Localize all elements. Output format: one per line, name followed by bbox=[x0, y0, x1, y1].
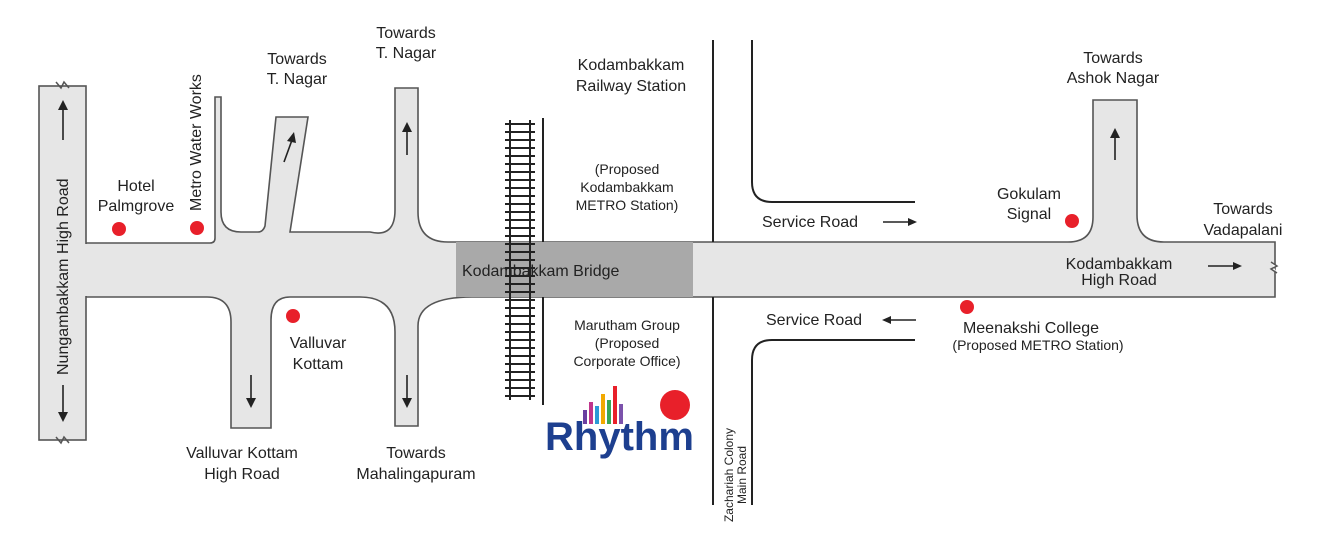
direction-arrows bbox=[58, 100, 1242, 422]
logo-bar bbox=[619, 404, 623, 424]
hotel-palmgrove-marker bbox=[112, 222, 126, 236]
rhythm-logo: Rhythm bbox=[545, 386, 694, 459]
meenakshi-college-marker bbox=[960, 300, 974, 314]
zachariah-label-1: Zachariah Colony bbox=[722, 428, 736, 522]
vk-road-label-2: High Road bbox=[204, 466, 280, 483]
meenakshi-label-2: (Proposed METRO Station) bbox=[952, 337, 1123, 353]
vk-road-label-1: Valluvar Kottam bbox=[186, 445, 298, 462]
valluvar-label-2: Kottam bbox=[293, 356, 344, 373]
ashok-label-2: Ashok Nagar bbox=[1067, 70, 1160, 87]
vadapalani-label-2: Vadapalani bbox=[1204, 222, 1283, 239]
nungambakkam-label: Nungambakkam High Road bbox=[55, 178, 72, 375]
metro-water-label: Metro Water Works bbox=[188, 74, 205, 211]
arrow-up-icon bbox=[1110, 128, 1120, 160]
station-label-2: Railway Station bbox=[576, 78, 686, 95]
mahalinga-label-2: Mahalingapuram bbox=[356, 466, 475, 483]
logo-bar bbox=[607, 400, 611, 424]
service-road-lines bbox=[712, 40, 915, 505]
bridge-label: Kodambakkam Bridge bbox=[462, 263, 620, 280]
proposed-metro-label-3: METRO Station) bbox=[576, 197, 679, 213]
arrow-down-icon bbox=[58, 385, 68, 422]
ashok-label-1: Towards bbox=[1083, 50, 1143, 67]
map-labels: Nungambakkam High Road Hotel Palmgrove M… bbox=[55, 25, 1282, 522]
gokulam-signal-marker bbox=[1065, 214, 1079, 228]
logo-dot-icon bbox=[660, 390, 690, 420]
valluvar-label-1: Valluvar bbox=[290, 335, 347, 352]
gokulam-label-1: Gokulam bbox=[997, 186, 1061, 203]
logo-bar bbox=[583, 410, 587, 424]
service-road-top-label: Service Road bbox=[762, 214, 858, 231]
tnagar1-label-1: Towards bbox=[267, 51, 327, 68]
logo-bar bbox=[595, 406, 599, 424]
metro-water-works-marker bbox=[190, 221, 204, 235]
arrow-left-icon bbox=[882, 316, 916, 324]
proposed-metro-label-1: (Proposed bbox=[595, 161, 660, 177]
proposed-metro-label-2: Kodambakkam bbox=[580, 179, 673, 195]
logo-bar bbox=[601, 394, 605, 424]
marutham-label-1: Marutham Group bbox=[574, 317, 680, 333]
meenakshi-label-1: Meenakshi College bbox=[963, 320, 1099, 337]
hotel-label-1: Hotel bbox=[117, 178, 154, 195]
brand-name: Rhythm bbox=[545, 415, 694, 459]
logo-bar bbox=[589, 402, 593, 424]
arrow-right-icon bbox=[883, 218, 917, 226]
tnagar2-label-2: T. Nagar bbox=[376, 45, 437, 62]
kodambakkam-bridge bbox=[456, 242, 693, 297]
valluvar-kottam-marker bbox=[286, 309, 300, 323]
arrow-up-icon bbox=[58, 100, 68, 140]
zachariah-label-2: Main Road bbox=[735, 446, 749, 504]
railway-track bbox=[505, 118, 544, 405]
location-markers bbox=[112, 214, 1079, 323]
vadapalani-label-1: Towards bbox=[1213, 201, 1273, 218]
arrow-down-icon bbox=[246, 375, 256, 408]
tnagar2-label-1: Towards bbox=[376, 25, 436, 42]
kh-road-label-2: High Road bbox=[1081, 272, 1157, 289]
arrow-up-icon bbox=[283, 132, 296, 163]
gokulam-label-2: Signal bbox=[1007, 206, 1051, 223]
kh-road-label-1: Kodambakkam bbox=[1066, 256, 1173, 273]
logo-bar bbox=[613, 386, 617, 424]
hotel-label-2: Palmgrove bbox=[98, 198, 175, 215]
service-road-bottom-label: Service Road bbox=[766, 312, 862, 329]
station-label-1: Kodambakkam bbox=[578, 57, 685, 74]
arrow-right-icon bbox=[1208, 262, 1242, 270]
road-network bbox=[38, 80, 1279, 445]
logo-bars-icon bbox=[583, 386, 623, 424]
tnagar1-label-2: T. Nagar bbox=[267, 71, 328, 88]
marutham-label-2: (Proposed bbox=[595, 335, 660, 351]
arrow-up-icon bbox=[402, 122, 412, 155]
arrow-down-icon bbox=[402, 375, 412, 408]
mahalinga-label-1: Towards bbox=[386, 445, 446, 462]
marutham-label-3: Corporate Office) bbox=[573, 353, 680, 369]
